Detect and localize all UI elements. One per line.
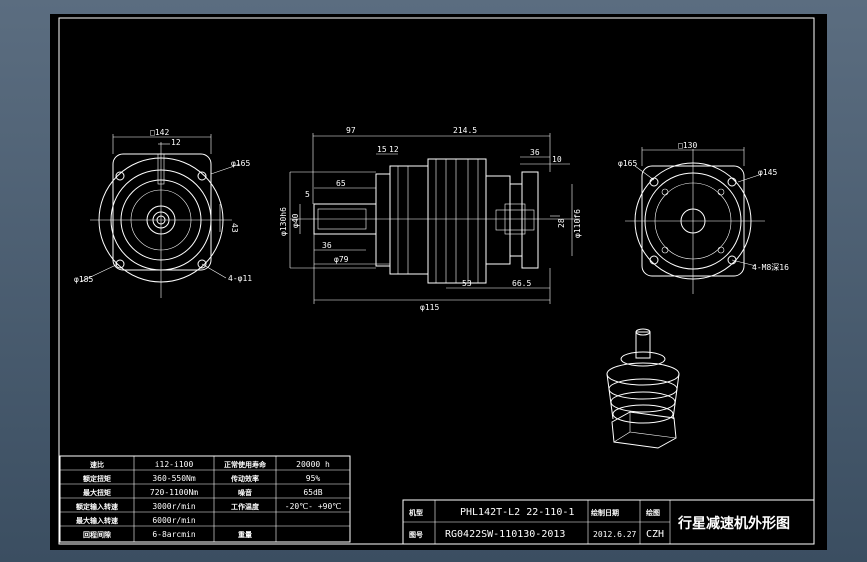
dim-110: φ110f6 (573, 209, 582, 238)
title-drawing-no-value: RG0422SW-110130-2013 (445, 529, 565, 540)
drawing-title: 行星减速机外形图 (677, 515, 790, 532)
spec-cell-r1-c2: 传动效率 (230, 474, 259, 483)
spec-cell-r4-c0: 最大输入转速 (76, 516, 118, 525)
dim-65: 65 (336, 179, 346, 188)
spec-cell-r2-c2: 噪音 (238, 488, 252, 497)
spec-cell-r2-c3: 65dB (303, 488, 322, 497)
isometric-view (606, 328, 680, 449)
dim-front-square: □142 (150, 128, 169, 137)
front-view (79, 134, 241, 298)
title-block-grid (402, 499, 815, 545)
spec-cell-r5-c2: 重量 (238, 530, 252, 539)
dim-rear-165: φ165 (618, 159, 637, 168)
drawing-canvas[interactable]: □142 12 φ165 43 φ185 4-φ11 (50, 14, 827, 550)
spec-cell-r5-c0: 回程间隙 (83, 530, 111, 539)
spec-cell-r0-c3: 20000 h (296, 460, 330, 469)
title-drawing-no-label: 图号 (409, 530, 423, 539)
dim-front-185: φ185 (74, 275, 93, 284)
dim-rear-145: φ145 (758, 168, 777, 177)
spec-cell-r3-c1: 3000r/min (152, 502, 196, 511)
dim-15: 15 (377, 145, 387, 154)
dim-12: 12 (389, 145, 399, 154)
dim-rear-holes: 4-M8深16 (752, 263, 789, 272)
spec-table: 速比 i12-i100 正常使用寿命 20000 h 额定扭矩 360-550Nm 传动效率… (75, 460, 341, 539)
dim-115: φ115 (420, 303, 439, 312)
spec-cell-r3-c0: 额定输入转速 (75, 502, 118, 511)
dim-front-holes: 4-φ11 (228, 274, 252, 283)
spec-cell-r4-c1: 6000r/min (152, 516, 196, 525)
dim-rear-square: □130 (678, 141, 697, 150)
dim-5: 5 (305, 190, 310, 199)
dim-36-bot: 36 (322, 241, 332, 250)
dim-front-165: φ165 (231, 159, 250, 168)
dim-66: 66.5 (512, 279, 531, 288)
spec-cell-r2-c0: 最大扭矩 (83, 488, 111, 497)
dim-40: φ40 (291, 213, 300, 228)
title-drawer-label: 绘图 (646, 508, 660, 517)
dim-214: 214.5 (453, 126, 477, 135)
spec-cell-r5-c1: 6-8arcmin (152, 530, 196, 539)
dim-28: 28 (557, 218, 566, 228)
dim-97: 97 (346, 126, 356, 135)
dim-130: φ130h6 (279, 207, 288, 236)
dim-53: 53 (462, 279, 472, 288)
spec-cell-r0-c0: 速比 (90, 460, 104, 469)
title-model-value: PHL142T-L2 22-110-1 (460, 507, 574, 518)
spec-cell-r0-c2: 正常使用寿命 (224, 460, 267, 469)
dim-front-43: 43 (230, 223, 239, 233)
rear-view (625, 147, 765, 294)
title-date-value: 2012.6.27 (593, 530, 637, 539)
dim-front-small: 12 (171, 138, 181, 147)
title-drawer-value: CZH (646, 529, 664, 540)
spec-cell-r3-c2: 工作温度 (231, 502, 260, 511)
spec-cell-r1-c3: 95% (306, 474, 321, 483)
title-model-label: 机型 (409, 508, 423, 517)
spec-cell-r3-c3: -20℃- +90℃ (285, 502, 342, 511)
dim-36-top: 36 (530, 148, 540, 157)
dim-79: φ79 (334, 255, 349, 264)
spec-cell-r0-c1: i12-i100 (155, 460, 194, 469)
drawing-svg: □142 12 φ165 43 φ185 4-φ11 (58, 17, 815, 545)
spec-cell-r1-c0: 额定扭矩 (82, 474, 111, 483)
dim-10: 10 (552, 155, 562, 164)
spec-cell-r1-c1: 360-550Nm (152, 474, 196, 483)
side-view (289, 133, 580, 304)
spec-cell-r2-c1: 720-1100Nm (150, 488, 198, 497)
title-date-label: 绘制日期 (591, 508, 619, 517)
spec-table-grid (59, 455, 351, 543)
